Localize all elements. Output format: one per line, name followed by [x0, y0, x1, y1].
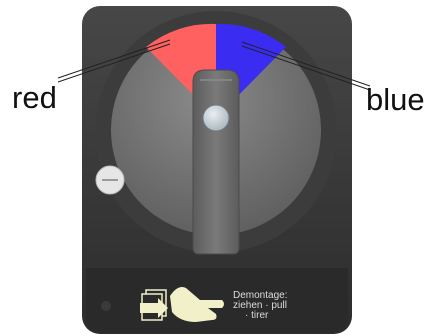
demontage-title: Demontage:: [233, 290, 288, 301]
demontage-line2: ziehen · pull: [233, 300, 287, 311]
blue-label: blue: [366, 82, 425, 117]
demontage-line3: · tirer: [245, 310, 269, 321]
hand-pull-icon: [140, 287, 224, 322]
screw-hole: [101, 301, 111, 311]
red-leader-line: [57, 39, 171, 83]
demontage-instructions: Demontage: ziehen · pull · tirer: [233, 291, 323, 321]
blue-leader-line: [241, 41, 371, 91]
red-label: red: [12, 80, 57, 115]
dial-handle[interactable]: [192, 69, 240, 255]
center-knob[interactable]: [202, 104, 230, 132]
